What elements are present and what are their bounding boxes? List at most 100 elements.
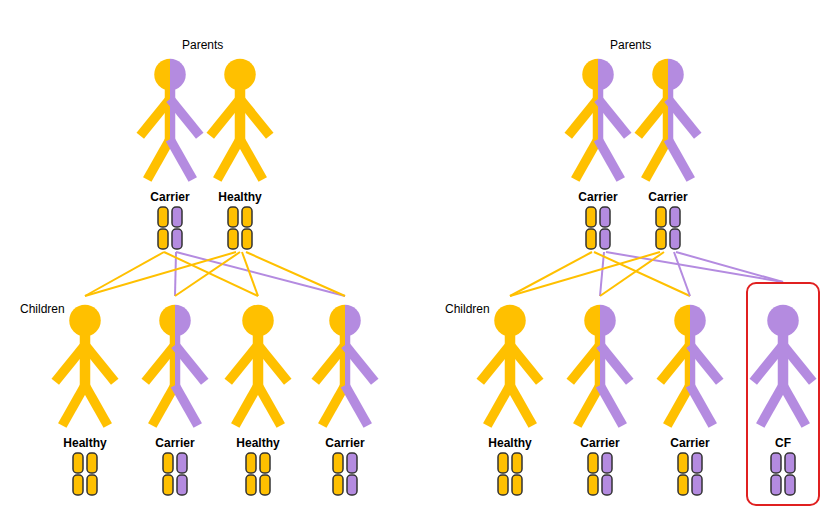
left-leg: [147, 139, 170, 179]
person-figure: [563, 50, 633, 190]
torso-right: [783, 335, 788, 389]
head-left: [652, 59, 668, 91]
torso-left: [685, 335, 690, 389]
chromosome: [670, 229, 680, 249]
chromosome: [158, 207, 168, 227]
person-node: Healthy: [220, 296, 296, 498]
chromosome: [498, 453, 508, 473]
genotype-label: Healthy: [236, 436, 279, 450]
inheritance-line: [606, 252, 783, 282]
head-right: [668, 59, 684, 91]
genotype-label: Healthy: [488, 436, 531, 450]
chromosome: [602, 475, 612, 495]
chromosome: [656, 229, 666, 249]
chromosome-pair: [748, 450, 818, 498]
head-left: [767, 305, 783, 337]
chromosome-pair: [223, 450, 293, 498]
genotype-label: Carrier: [155, 436, 194, 450]
inheritance-line: [676, 252, 783, 282]
chromosome: [246, 453, 256, 473]
person-figure: [748, 296, 818, 436]
torso-left: [778, 335, 783, 389]
right-leg: [598, 139, 621, 179]
chromosome: [228, 207, 238, 227]
torso-left: [165, 89, 170, 143]
torso-right: [600, 335, 605, 389]
chromosome: [771, 475, 781, 495]
person-node: Carrier: [135, 50, 205, 252]
right-leg: [170, 139, 193, 179]
right-leg: [240, 139, 263, 179]
chromosome: [333, 475, 343, 495]
chromosome-pair: [205, 204, 275, 252]
chromosome: [692, 453, 702, 473]
chromosome-pair: [310, 450, 380, 498]
person-figure: [655, 296, 725, 436]
torso-right: [175, 335, 180, 389]
affected-child-box: CF: [746, 282, 820, 506]
chromosome: [512, 475, 522, 495]
chromosome-pair: [135, 204, 205, 252]
head-left: [242, 305, 258, 337]
chromosome: [785, 475, 795, 495]
left-leg: [667, 385, 690, 425]
row-label: Parents: [182, 38, 223, 52]
inheritance-line: [600, 252, 664, 296]
chromosome: [177, 475, 187, 495]
chromosome: [246, 475, 256, 495]
head-right: [258, 305, 274, 337]
inheritance-line: [510, 252, 660, 296]
chromosome: [260, 475, 270, 495]
chromosome: [678, 475, 688, 495]
head-right: [345, 305, 361, 337]
torso-left: [663, 89, 668, 143]
head-right: [175, 305, 191, 337]
torso-right: [258, 335, 263, 389]
chromosome: [242, 229, 252, 249]
person-node: Carrier: [652, 296, 728, 498]
chromosome-pair: [475, 450, 545, 498]
person-node: Carrier: [562, 296, 638, 498]
person-figure: [565, 296, 635, 436]
chromosome: [87, 453, 97, 473]
head-left: [582, 59, 598, 91]
chromosome: [512, 453, 522, 473]
chromosome: [785, 453, 795, 473]
head-right: [170, 59, 186, 91]
chromosome-pair: [563, 204, 633, 252]
inheritance-line: [510, 252, 592, 296]
head-right: [600, 305, 616, 337]
chromosome: [602, 453, 612, 473]
person-figure: [50, 296, 120, 436]
right-leg: [345, 385, 368, 425]
chromosome: [586, 229, 596, 249]
inheritance-line: [600, 252, 604, 296]
torso-left: [80, 335, 85, 389]
torso-left: [235, 89, 240, 143]
left-leg: [645, 139, 668, 179]
right-leg: [668, 139, 691, 179]
torso-right: [170, 89, 175, 143]
chromosome-pair: [565, 450, 635, 498]
torso-left: [170, 335, 175, 389]
torso-left: [253, 335, 258, 389]
person-node: Carrier: [563, 50, 633, 252]
left-leg: [760, 385, 783, 425]
genotype-label: CF: [775, 436, 791, 450]
chromosome: [158, 229, 168, 249]
chromosome: [73, 475, 83, 495]
right-leg: [85, 385, 108, 425]
person-figure: [205, 50, 275, 190]
head-left: [329, 305, 345, 337]
inheritance-line: [176, 252, 345, 296]
inheritance-line: [85, 252, 164, 296]
head-left: [69, 305, 85, 337]
left-leg: [152, 385, 175, 425]
torso-right: [598, 89, 603, 143]
chromosome: [678, 453, 688, 473]
head-right: [783, 305, 799, 337]
torso-right: [510, 335, 515, 389]
chromosome-pair: [655, 450, 725, 498]
left-leg: [217, 139, 240, 179]
